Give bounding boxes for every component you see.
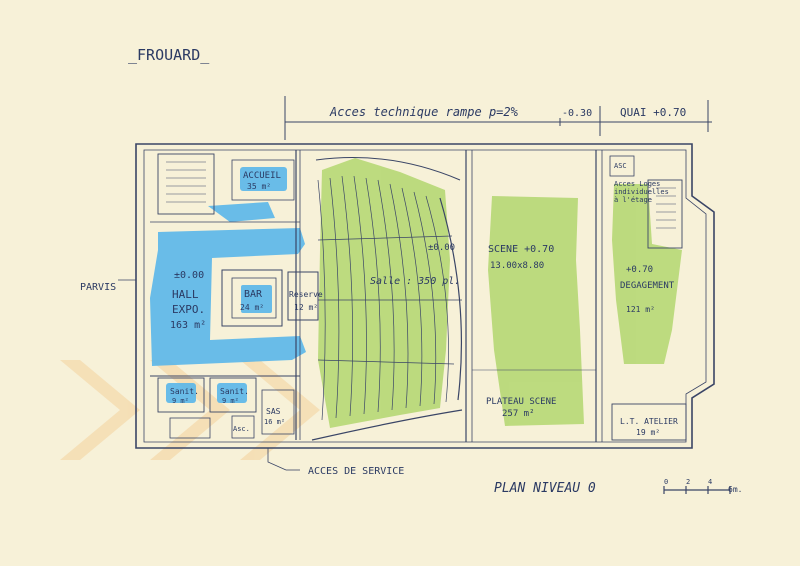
sas-area: 16 m²: [264, 418, 285, 426]
scene-zone: [488, 196, 584, 426]
atelier-label: L.T. ATELIER: [620, 417, 678, 426]
hall-area: 163 m²: [170, 320, 206, 331]
plan-niveau-title: PLAN NIVEAU 0: [494, 481, 596, 496]
atelier-area: 19 m²: [636, 428, 660, 437]
sas-label: SAS: [266, 407, 281, 416]
plateau-label: PLATEAU SCENE: [486, 397, 556, 407]
sanit2-zone: [217, 383, 247, 403]
accueil-label: ACCUEIL: [243, 171, 281, 181]
hall-level: ±0.00: [174, 270, 204, 281]
salle-label: Salle : 350 pl.: [370, 276, 460, 287]
scale-2: 2: [686, 478, 690, 486]
hall-label: HALL: [172, 288, 199, 301]
degagement-label: DEGAGEMENT: [620, 281, 675, 291]
sanit1-label: Sanit.: [170, 387, 199, 396]
sanit2-label: Sanit.: [220, 387, 249, 396]
dim-minus-030: -0.30: [562, 108, 592, 119]
acces-service-arrow: [267, 448, 300, 471]
acces-loges-3: à l'étage: [614, 196, 652, 204]
plan-labels: _FROUARD_ Acces technique rampe p=2% -0.…: [80, 46, 742, 496]
asc-left-label: Asc.: [233, 425, 250, 433]
salle-zone: [318, 158, 450, 428]
bar-area: 24 m²: [240, 303, 264, 312]
sanit1-area: 9 m²: [172, 397, 189, 405]
reserve-area: 12 m²: [294, 303, 318, 312]
expo-label: EXPO.: [172, 303, 205, 316]
scene-label: SCENE +0.70: [488, 244, 554, 255]
acces-loges-1: Acces Loges: [614, 180, 660, 188]
scale-bar: [663, 486, 731, 494]
bar-label: BAR: [244, 289, 263, 300]
scale-4: 4: [708, 478, 712, 486]
acces-technique-label: Acces technique rampe p=2%: [329, 105, 519, 119]
top-dimension: [284, 96, 712, 140]
plateau-area: 257 m²: [502, 409, 535, 419]
asc-right-label: ASC: [614, 162, 627, 170]
building-walls: [118, 143, 715, 449]
bar-zone: [241, 285, 272, 313]
acces-service-label: ACCES DE SERVICE: [308, 466, 404, 477]
quai-label: QUAI +0.70: [620, 106, 686, 119]
hall-upper-strip: [208, 202, 275, 222]
blue-zones: [150, 167, 306, 403]
scale-unit: 6m.: [728, 485, 742, 494]
green-zones: [318, 158, 682, 428]
sanit1-zone: [166, 383, 196, 403]
scale-0: 0: [664, 478, 668, 486]
salle-level: ±0.00: [428, 243, 455, 253]
scene-dims: 13.00x8.80: [490, 261, 544, 271]
degagement-area: 121 m²: [626, 305, 655, 314]
plan-header-title: _FROUARD_: [128, 46, 210, 64]
accueil-zone: [240, 167, 287, 191]
auditorium-seating: [311, 157, 463, 441]
degagement-level: +0.70: [626, 265, 653, 275]
accueil-area: 35 m²: [247, 182, 271, 191]
acces-loges-2: individuelles: [614, 188, 669, 196]
degagement-zone: [612, 184, 682, 364]
reserve-label: Reserve: [289, 290, 323, 299]
watermark-chevrons: [60, 360, 320, 460]
sanit2-area: 9 m²: [222, 397, 239, 405]
hall-zone: [150, 228, 306, 366]
parvis-label: PARVIS: [80, 282, 116, 293]
